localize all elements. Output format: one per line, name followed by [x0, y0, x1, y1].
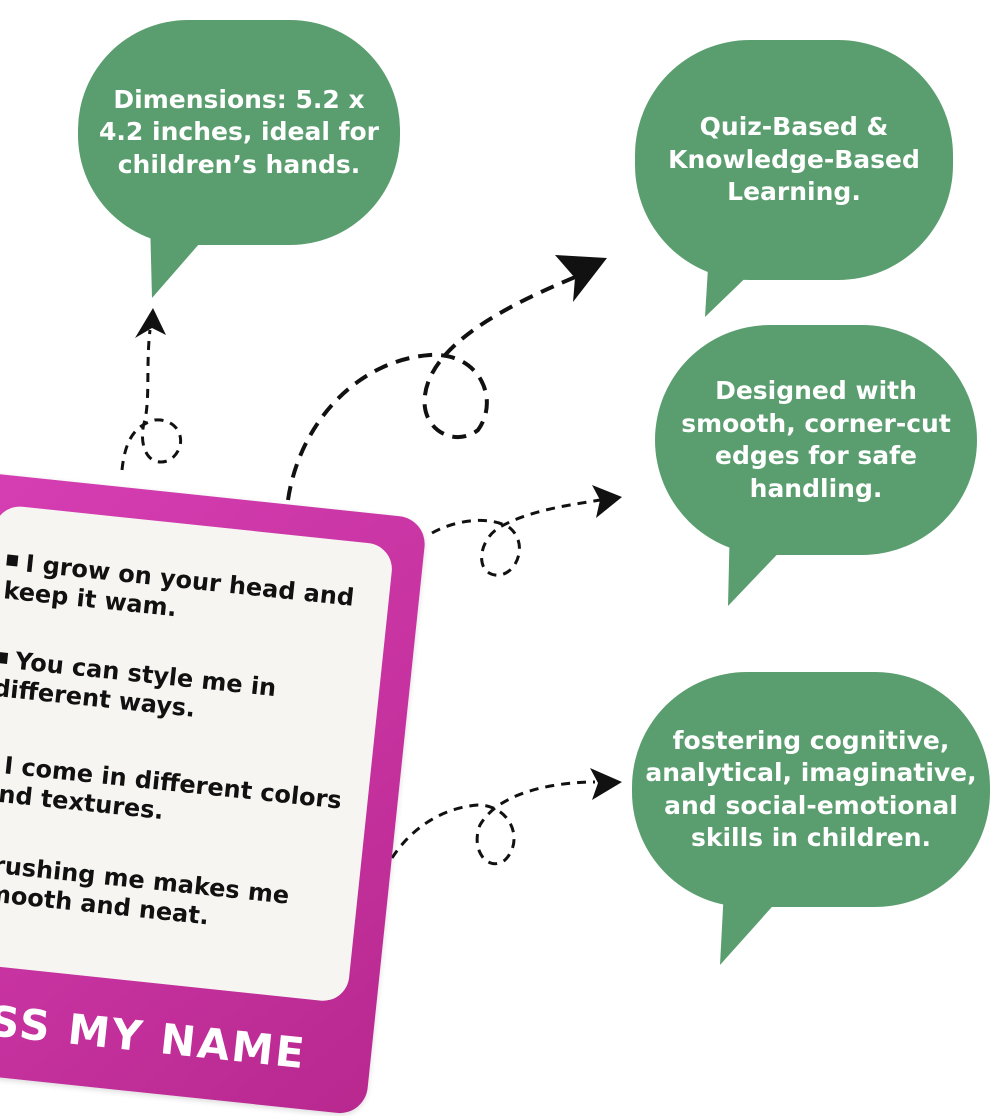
clue-text-3: I come in different colors and textures. [0, 751, 344, 825]
clue-item-4: Brushing me makes me smooth and neat. [0, 849, 349, 945]
guess-my-name-card: I grow on your head and keep it wam. You… [0, 470, 428, 1116]
arrow-skills-head [590, 768, 622, 800]
clue-item-2: You can style me in different ways. [0, 645, 371, 741]
bullet-icon [0, 651, 9, 664]
clue-item-3: I come in different colors and textures. [0, 749, 360, 845]
bubble-safe: Designed with smooth, corner-cut edges f… [655, 325, 977, 555]
clue-item-1: I grow on your head and keep it wam. [2, 547, 381, 643]
arrows-layer [120, 255, 622, 866]
card-title: UESS MY NAME [0, 989, 309, 1079]
bubble-safe-line-3: edges for safe [715, 441, 917, 470]
bubble-skills: fostering cognitive, analytical, imagina… [632, 672, 990, 907]
arrow-safe [431, 498, 601, 577]
bubble-skills-line-1: fostering cognitive, [672, 725, 950, 755]
arrow-dimensions [120, 329, 183, 471]
arrow-skills [390, 780, 596, 866]
bubble-quiz-line-1: Quiz-Based & [699, 112, 889, 142]
arrow-dimensions-head [135, 308, 166, 338]
bubble-skills-line-3: and social-emotional [664, 790, 958, 820]
clue-text-2: You can style me in different ways. [0, 646, 278, 723]
bubble-dimensions-line-3: children’s hands. [117, 149, 361, 179]
arrow-quiz [286, 273, 581, 501]
bullet-icon [6, 554, 19, 567]
bubble-dimensions: Dimensions: 5.2 x 4.2 inches, ideal for … [78, 20, 400, 245]
bubble-dimensions-line-2: 4.2 inches, ideal for [99, 117, 379, 147]
card-clue-panel: I grow on your head and keep it wam. You… [0, 504, 395, 1004]
bubble-skills-line-4: skills in children. [690, 823, 932, 852]
bubble-skills-line-2: analytical, imaginative, [645, 758, 977, 787]
bubble-quiz: Quiz-Based & Knowledge-Based Learning. [635, 40, 953, 280]
arrow-safe-head [592, 485, 622, 518]
bubble-safe-line-4: handling. [749, 473, 883, 503]
arrow-quiz-head [555, 255, 607, 302]
clue-text-1: I grow on your head and keep it wam. [2, 549, 356, 623]
clue-text-4: Brushing me makes me smooth and neat. [0, 848, 291, 931]
bubble-safe-line-2: smooth, corner-cut [681, 408, 951, 438]
bubble-safe-line-1: Designed with [715, 376, 917, 405]
bubble-quiz-line-3: Learning. [727, 177, 861, 207]
bubble-dimensions-line-1: Dimensions: 5.2 x [113, 84, 365, 114]
bubble-quiz-line-2: Knowledge-Based [668, 144, 920, 174]
